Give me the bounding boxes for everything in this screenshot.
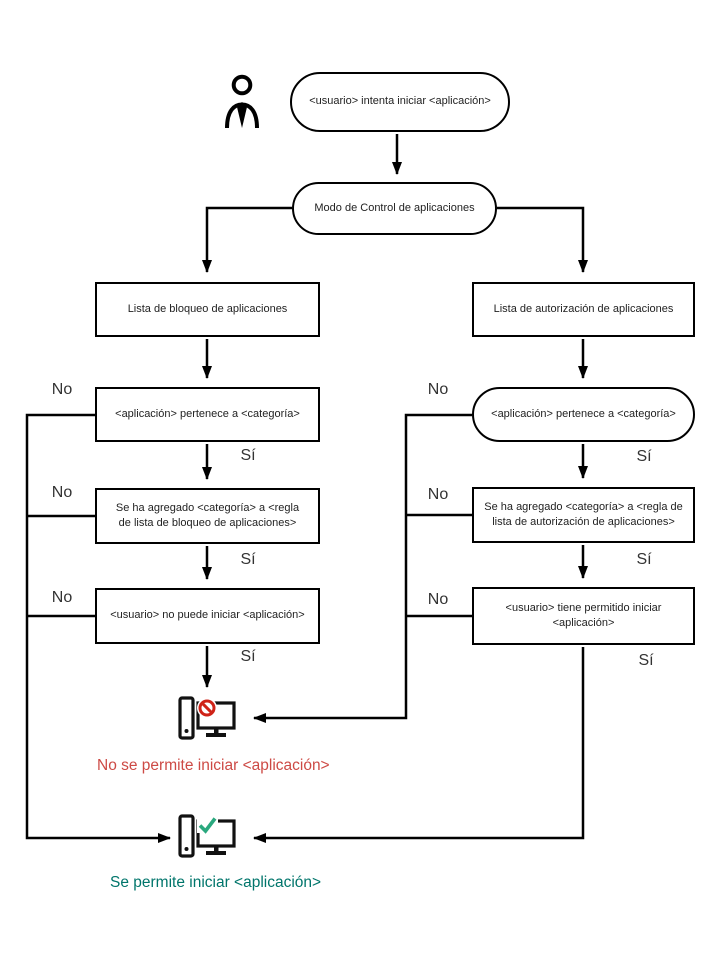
node-allow-result: <usuario> tiene permitido iniciar <aplic… [472, 587, 695, 645]
edge-allowresult-to-allowed [253, 647, 585, 843]
edge-label-no: No [51, 381, 73, 398]
edge-label-yes: Sí [636, 551, 652, 568]
edge-label-yes: Sí [636, 448, 652, 465]
edge-label-yes: Sí [240, 447, 256, 464]
node-deny-rule-added: Se ha agregado <categoría> a <regla de l… [95, 488, 320, 544]
edge-mode-to-denylist [202, 206, 292, 273]
allowed-outcome-text: Se permite iniciar <aplicación> [110, 874, 322, 891]
edge-right-no-rail [253, 413, 472, 723]
allowed-computer-icon [177, 813, 237, 861]
edge-label-no: No [427, 486, 449, 503]
node-allow-belongs-category: <aplicación> pertenece a <categoría> [472, 387, 695, 442]
edge-label-yes: Sí [240, 551, 256, 568]
edge-label-no: No [51, 589, 73, 606]
node-denylist: Lista de bloqueo de aplicaciones [95, 282, 320, 337]
edge-label-yes: Sí [638, 652, 654, 669]
node-deny-belongs-category: <aplicación> pertenece a <categoría> [95, 387, 320, 442]
edge-label-no: No [427, 591, 449, 608]
check-icon [198, 817, 217, 834]
blocked-outcome-text: No se permite iniciar <aplicación> [97, 757, 330, 774]
edge-label-no: No [51, 484, 73, 501]
edge-label-yes: Sí [240, 648, 256, 665]
edge-left-no-rail [25, 413, 171, 843]
node-allowlist: Lista de autorización de aplicaciones [472, 282, 695, 337]
edge-label-no: No [427, 381, 449, 398]
user-icon [224, 74, 260, 130]
node-start: <usuario> intenta iniciar <aplicación> [290, 72, 510, 132]
node-control-mode: Modo de Control de aplicaciones [292, 182, 497, 235]
edge-mode-to-allowlist [497, 206, 588, 273]
node-allow-rule-added: Se ha agregado <categoría> a <regla de l… [472, 487, 695, 543]
blocked-computer-icon [177, 695, 237, 743]
node-deny-result: <usuario> no puede iniciar <aplicación> [95, 588, 320, 644]
